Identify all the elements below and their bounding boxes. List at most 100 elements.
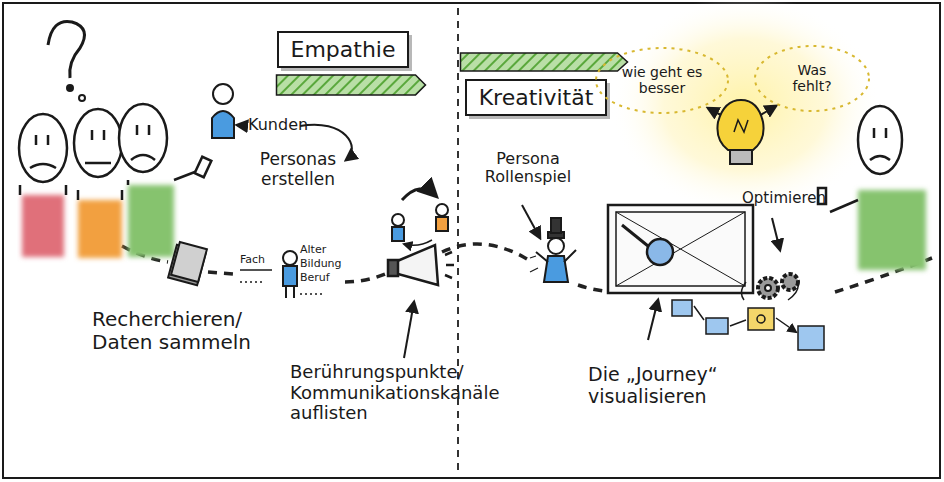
journey-steps xyxy=(672,282,824,350)
body-green xyxy=(128,185,174,257)
body-green-right xyxy=(858,190,926,270)
gears xyxy=(758,278,778,298)
frame xyxy=(3,3,940,478)
person-heads xyxy=(74,109,122,177)
arrows xyxy=(237,125,246,126)
exchange-icon xyxy=(392,189,448,245)
roleplay-figure xyxy=(544,256,568,282)
thought-cloud: wie geht es besser xyxy=(596,48,728,113)
body-green xyxy=(128,185,174,257)
journey-path xyxy=(442,244,532,262)
lightbulb xyxy=(717,100,763,150)
person-heads xyxy=(19,114,67,182)
person-heads xyxy=(19,104,211,200)
question-mark xyxy=(48,21,85,101)
person-heads xyxy=(85,130,111,163)
megaphone xyxy=(388,245,454,285)
person-heads xyxy=(119,104,167,172)
journey-path xyxy=(345,272,390,282)
monitor xyxy=(616,212,745,286)
field-label: Beruf xyxy=(300,272,330,285)
gears xyxy=(765,285,771,291)
journey-steps xyxy=(748,308,774,330)
lightbulb xyxy=(717,100,763,164)
monitor xyxy=(622,225,648,246)
customer-icon xyxy=(213,84,233,104)
cloud-rays xyxy=(755,46,869,111)
step-label: Optimieren xyxy=(742,190,826,207)
step-label: Personas erstellen xyxy=(252,150,344,189)
banner-box xyxy=(278,32,408,67)
cloud-rays xyxy=(596,48,728,113)
roleplay-figure xyxy=(548,238,564,254)
megaphone xyxy=(445,252,454,278)
journey-steps xyxy=(706,318,728,334)
customer-icon xyxy=(212,111,234,138)
person-right xyxy=(830,200,858,212)
body-red xyxy=(22,195,64,257)
body-green-right xyxy=(858,190,926,270)
arrows xyxy=(522,205,540,238)
step-label: Persona Rollenspiel xyxy=(478,150,578,187)
divider xyxy=(457,8,459,474)
roleplay-figure xyxy=(536,250,576,262)
exchange-icon xyxy=(392,214,404,226)
exchange-icon xyxy=(404,240,432,245)
arrows xyxy=(772,218,780,250)
step-label: Berührungspunkte/ Kommunikationskanäle a… xyxy=(290,362,522,424)
question-text: Was fehlt? xyxy=(777,62,847,94)
persona-figure xyxy=(240,269,272,271)
question-mark xyxy=(79,95,85,101)
phase-banner: Empathie xyxy=(277,31,410,69)
person-heads xyxy=(30,135,56,168)
person-heads xyxy=(195,157,212,178)
frame xyxy=(3,3,940,478)
persona-figure xyxy=(283,266,297,286)
body-orange xyxy=(78,200,122,258)
question-text: wie geht es besser xyxy=(618,64,706,96)
phase-title: Kreativität xyxy=(479,85,594,110)
journey-steps xyxy=(798,326,824,350)
exchange-icon xyxy=(436,217,448,231)
megaphone xyxy=(395,245,438,285)
journey-steps xyxy=(757,315,765,323)
body-red xyxy=(22,195,64,257)
person-right xyxy=(818,106,902,212)
glow xyxy=(610,0,880,215)
gears xyxy=(782,274,798,290)
question-mark xyxy=(48,21,85,78)
persona-figure xyxy=(283,251,297,265)
step-label: Die „Journey“ visualisieren xyxy=(588,364,758,408)
monitor xyxy=(647,239,673,265)
banner-box xyxy=(466,80,606,115)
stakeholder-label: Kunden xyxy=(248,116,308,134)
monitor xyxy=(616,212,745,286)
persona-figure xyxy=(286,286,294,298)
exchange-icon xyxy=(402,189,436,200)
phase-banner: Kreativität xyxy=(465,79,608,117)
roleplay-figure xyxy=(530,256,538,272)
journey-steps xyxy=(672,300,692,316)
journey-path xyxy=(108,238,932,292)
journey-path xyxy=(208,272,234,274)
divider xyxy=(458,8,459,474)
arrows xyxy=(404,302,414,358)
lightbulb xyxy=(730,150,752,164)
step-label: Recherchieren/ Daten sammeln xyxy=(92,308,292,354)
monitor xyxy=(608,205,753,293)
journey-steps xyxy=(694,306,796,332)
roleplay-figure xyxy=(530,218,576,282)
book-icon xyxy=(171,242,207,282)
field-label: Alter xyxy=(300,244,326,257)
exchange-icon xyxy=(392,227,404,241)
book-icon xyxy=(168,242,207,285)
gears xyxy=(758,274,798,298)
person-right xyxy=(858,106,902,174)
question-mark xyxy=(68,86,73,91)
field-label: Bildung xyxy=(300,258,342,271)
person-right xyxy=(870,128,890,160)
arrows xyxy=(648,300,658,340)
glow xyxy=(610,0,880,215)
customer-icon xyxy=(212,84,234,138)
megaphone xyxy=(388,260,398,276)
